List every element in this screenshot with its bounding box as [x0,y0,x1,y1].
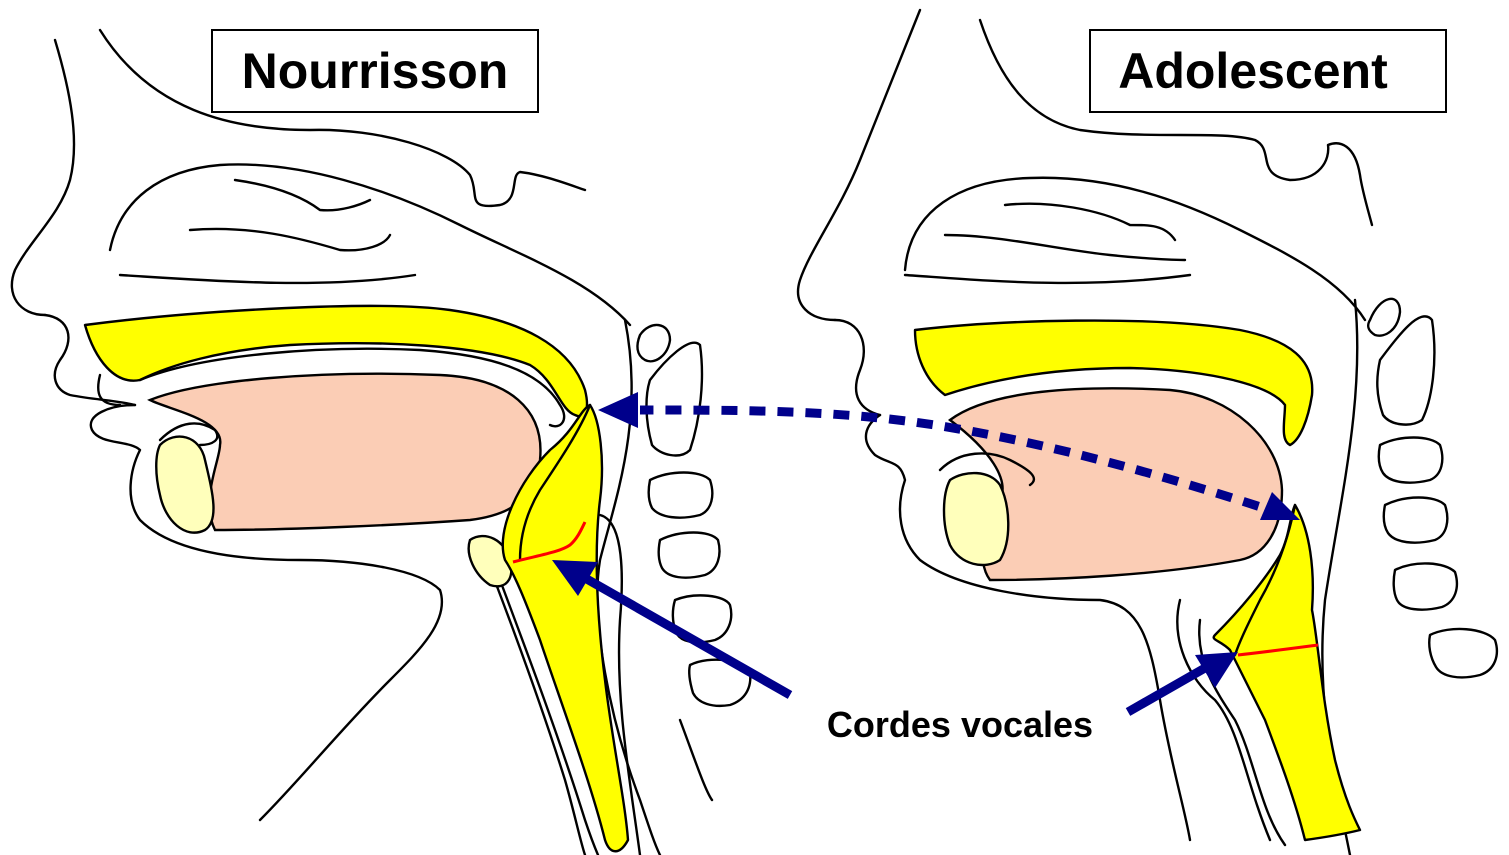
infant-panel [12,30,750,855]
infant-vertebrae [637,325,750,800]
adolescent-nose [835,320,880,415]
adolescent-nasal-cavity [905,178,1365,320]
adolescent-title: Adolescent [1118,43,1388,99]
adolescent-title-box: Adolescent [1090,30,1446,112]
infant-turbinate-1 [235,180,370,210]
adolescent-turbinate-2 [945,235,1185,260]
infant-title-box: Nourrisson [212,30,538,112]
larynx-arrowhead-left [598,392,638,428]
vocal-cord-arrow-adolescent [1128,668,1205,712]
adolescent-skull-outline [798,10,920,320]
infant-skull-outline [12,40,74,315]
adolescent-vertebrae [1368,299,1497,678]
infant-nasal-cavity [110,164,630,325]
infant-title: Nourrisson [242,43,509,99]
infant-turbinate-2 [190,229,390,250]
adolescent-turbinate-3 [905,275,1190,283]
adolescent-tooth [944,473,1008,565]
adolescent-turbinate-1 [1005,204,1175,240]
infant-turbinate-3 [120,275,415,283]
infant-tooth-bud [156,437,213,533]
vocal-cords-label: Cordes vocales [827,704,1093,745]
